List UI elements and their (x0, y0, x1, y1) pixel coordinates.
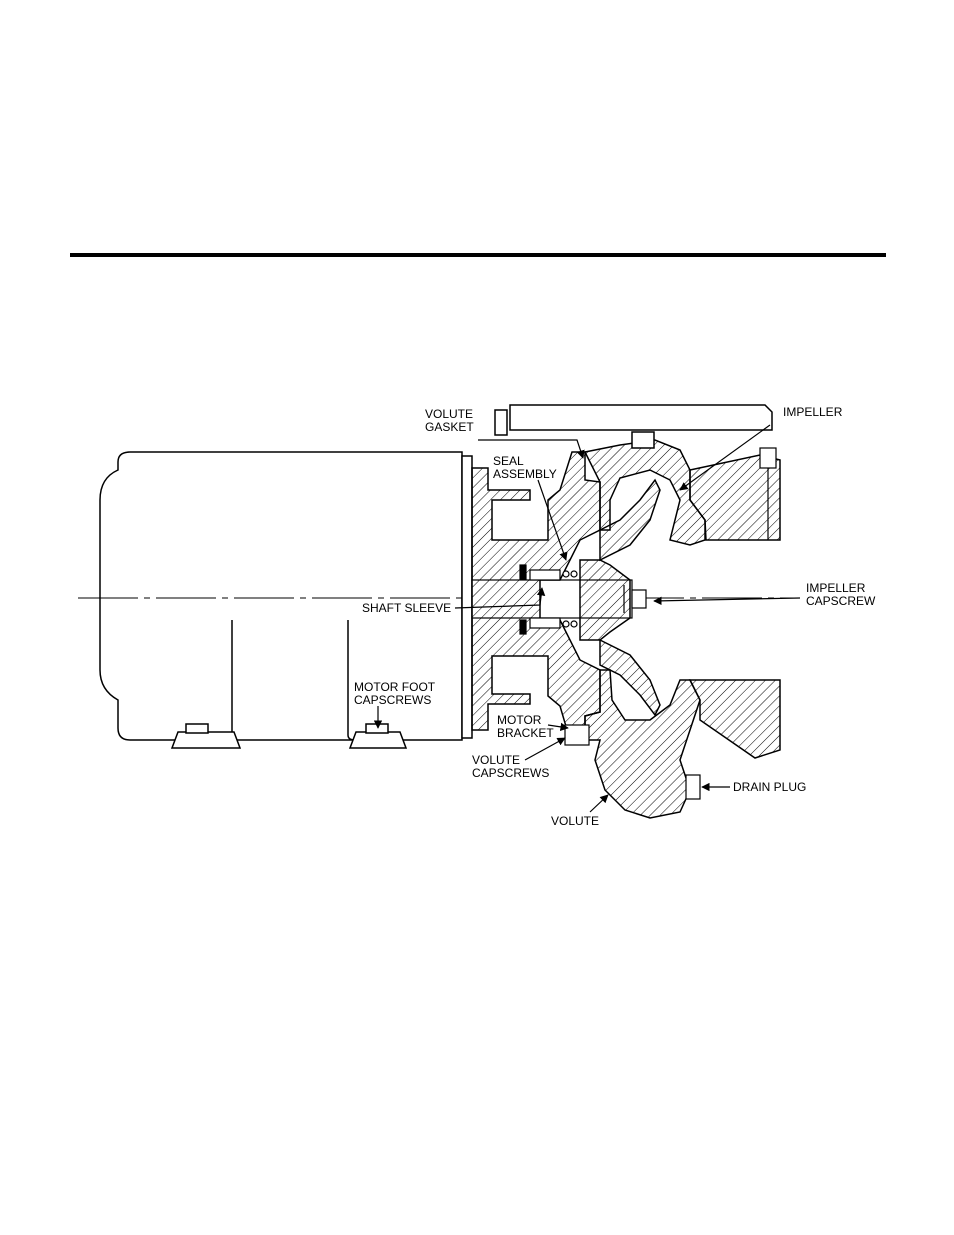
label-volute-gasket-1: VOLUTE (425, 407, 473, 421)
label-motor-foot-capscrews-2: CAPSCREWS (354, 693, 431, 707)
label-drain-plug: DRAIN PLUG (733, 780, 806, 794)
label-impeller-capscrew-2: CAPSCREW (806, 594, 876, 608)
motor-flange (462, 456, 472, 738)
label-volute-gasket-2: GASKET (425, 420, 474, 434)
label-seal-assembly-1: SEAL (493, 454, 524, 468)
label-motor-bracket-1: MOTOR (497, 713, 542, 727)
motor-foot-left (172, 724, 240, 748)
label-shaft-sleeve: SHAFT SLEEVE (362, 601, 451, 615)
label-volute: VOLUTE (551, 814, 599, 828)
label-impeller: IMPELLER (783, 405, 843, 419)
label-seal-assembly-2: ASSEMBLY (493, 467, 557, 481)
label-motor-bracket-2: BRACKET (497, 726, 554, 740)
label-motor-foot-capscrews-1: MOTOR FOOT (354, 680, 436, 694)
label-impeller-capscrew-1: IMPELLER (806, 581, 866, 595)
label-volute-capscrews-1: VOLUTE (472, 753, 520, 767)
volute-gasket-bracket (495, 405, 772, 448)
label-volute-capscrews-2: CAPSCREWS (472, 766, 549, 780)
